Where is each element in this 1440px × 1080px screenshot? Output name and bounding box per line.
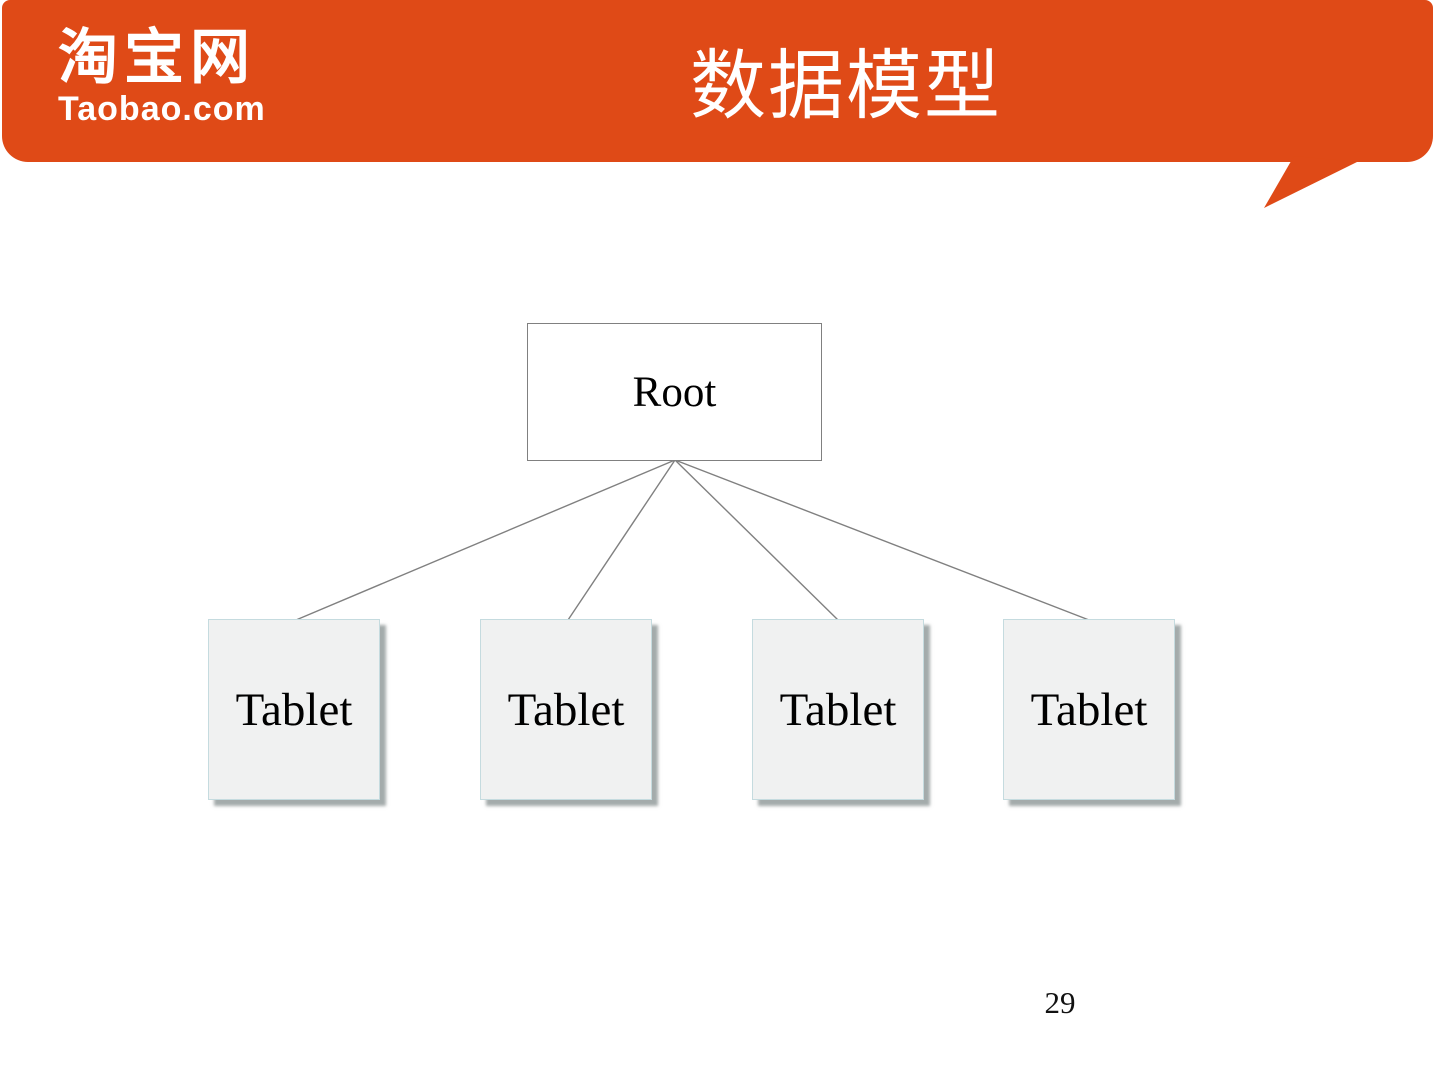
tablet-node-label: Tablet [779,683,897,736]
tablet-node-3: Tablet [752,619,924,800]
header-banner [2,0,1433,162]
tablet-node-label: Tablet [235,683,353,736]
tablet-node-1: Tablet [208,619,380,800]
tablet-node-label: Tablet [1030,683,1148,736]
tablet-node-2: Tablet [480,619,652,800]
tablet-node-4: Tablet [1003,619,1175,800]
taobao-logo: 淘宝网 Taobao.com [58,24,266,128]
logo-chinese-text: 淘宝网 [58,24,256,91]
page-number: 29 [1044,985,1076,1020]
slide-title: 数据模型 [690,45,1002,129]
logo-latin-text: Taobao.com [58,90,266,128]
tablet-node-label: Tablet [507,683,625,736]
root-node-label: Root [632,368,717,416]
root-node: Root [527,323,822,461]
